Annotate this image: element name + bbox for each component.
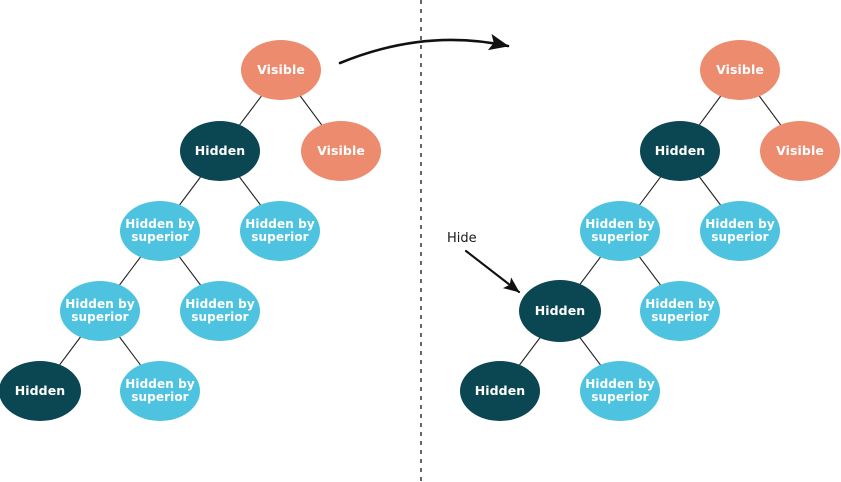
tree-node-hidden[interactable]: Hidden <box>0 361 81 421</box>
tree-node-label: Hidden <box>474 383 526 398</box>
tree-node-visible[interactable]: Visible <box>301 121 381 181</box>
tree-node-hidden[interactable]: Hidden <box>519 280 601 342</box>
hide-annotation-label: Hide <box>447 231 477 246</box>
tree-node-hidden-by-superior[interactable]: Hidden by superior <box>240 201 320 261</box>
tree-node-label: Visible <box>716 62 764 77</box>
tree-node-label: Hidden by superior <box>585 216 655 244</box>
hide-pointer-arrow <box>464 249 521 294</box>
tree-node-label: Visible <box>776 143 824 158</box>
tree-node-label: Hidden by superior <box>125 376 195 404</box>
tree-node-label: Visible <box>257 62 305 77</box>
tree-node-hidden-by-superior[interactable]: Hidden by superior <box>640 281 720 341</box>
tree-node-label: Hidden by superior <box>705 216 775 244</box>
tree-node-hidden-by-superior[interactable]: Hidden by superior <box>60 281 140 341</box>
tree-node-hidden[interactable]: Hidden <box>460 361 540 421</box>
tree-node-label: Visible <box>317 143 365 158</box>
tree-node-hidden-by-superior[interactable]: Hidden by superior <box>120 361 200 421</box>
tree-node-label: Hidden by superior <box>185 296 255 324</box>
tree-node-hidden-by-superior[interactable]: Hidden by superior <box>580 361 660 421</box>
tree-node-label: Hidden <box>534 303 586 318</box>
tree-node-hidden-by-superior[interactable]: Hidden by superior <box>580 201 660 261</box>
tree-node-visible[interactable]: Visible <box>241 40 321 100</box>
tree-node-visible[interactable]: Visible <box>700 40 780 100</box>
tree-node-hidden[interactable]: Hidden <box>180 121 260 181</box>
curved-transition-arrow <box>338 33 510 65</box>
tree-node-hidden-by-superior[interactable]: Hidden by superior <box>180 281 260 341</box>
tree-node-label: Hidden by superior <box>645 296 715 324</box>
tree-node-hidden-by-superior[interactable]: Hidden by superior <box>120 201 200 261</box>
tree-node-label: Hidden by superior <box>585 376 655 404</box>
tree-node-hidden-by-superior[interactable]: Hidden by superior <box>700 201 780 261</box>
tree-node-visible[interactable]: Visible <box>760 121 840 181</box>
tree-node-label: Hidden by superior <box>65 296 135 324</box>
tree-node-label: Hidden <box>194 143 246 158</box>
tree-node-label: Hidden <box>654 143 706 158</box>
tree-node-label: Hidden by superior <box>125 216 195 244</box>
tree-node-label: Hidden <box>14 383 66 398</box>
tree-node-label: Hidden by superior <box>245 216 315 244</box>
tree-node-hidden[interactable]: Hidden <box>640 121 720 181</box>
